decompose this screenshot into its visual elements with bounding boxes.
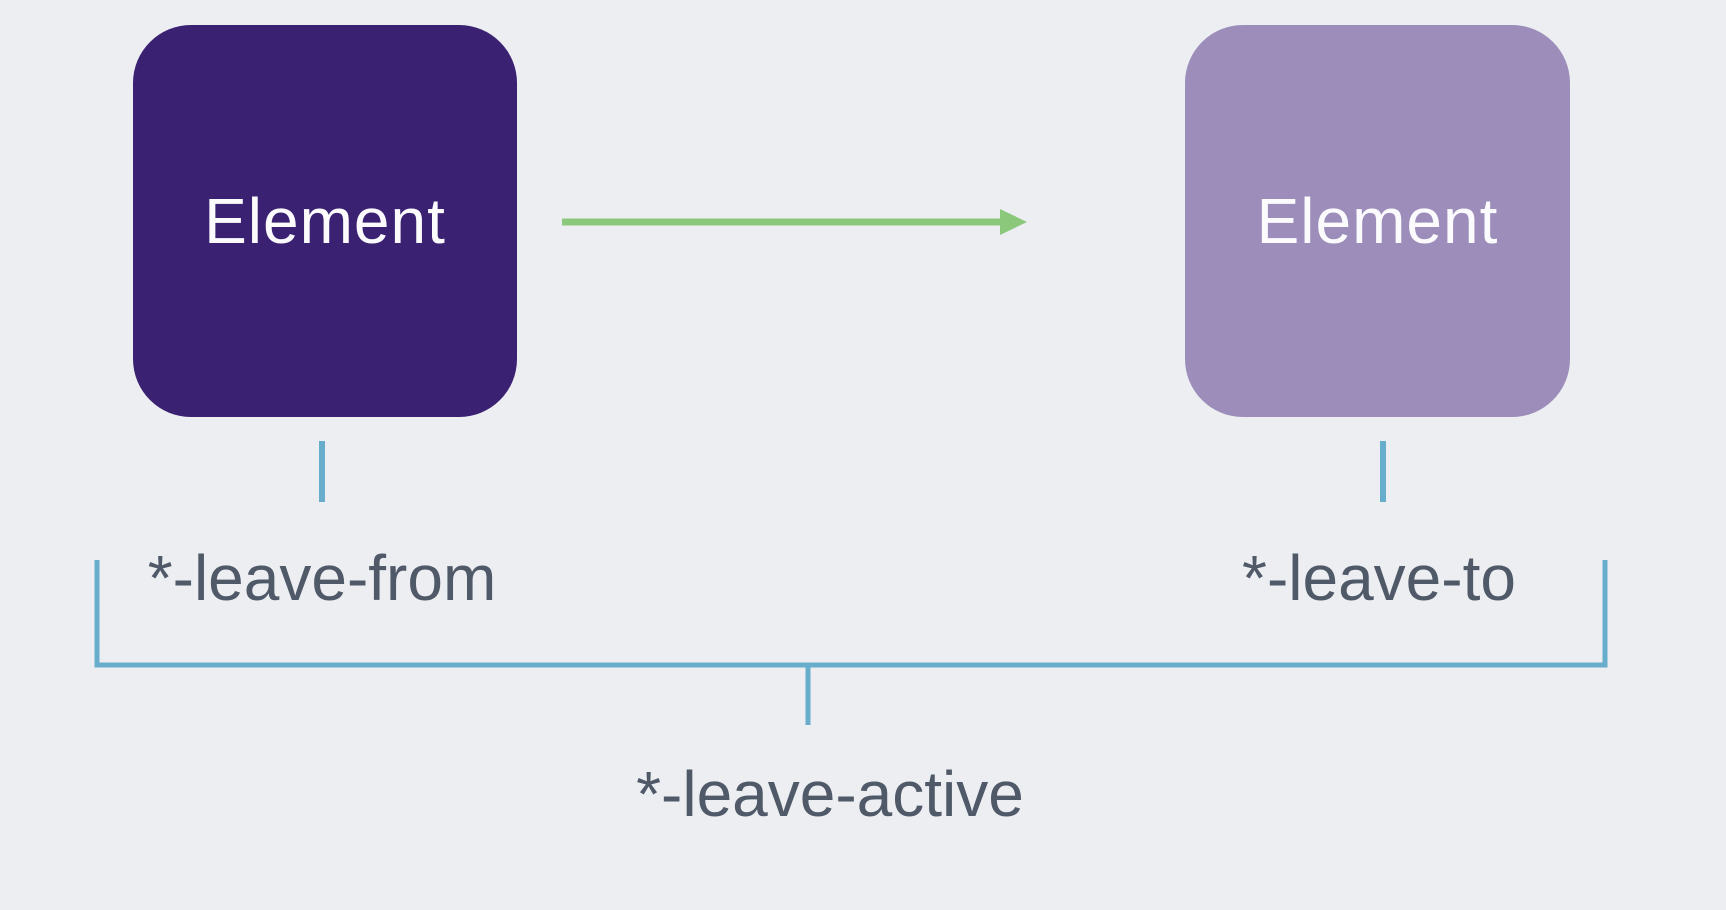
leave-active-label: *-leave-active (636, 758, 1024, 830)
transition-arrow-icon (562, 209, 1027, 235)
leave-from-label: *-leave-from (147, 542, 497, 614)
leave-to-label: *-leave-to (1242, 542, 1516, 614)
element-box-leave-to: Element (1185, 25, 1570, 417)
element-box-label: Element (204, 185, 446, 257)
element-box-label: Element (1256, 185, 1499, 257)
element-box-leave-from: Element (133, 25, 517, 417)
